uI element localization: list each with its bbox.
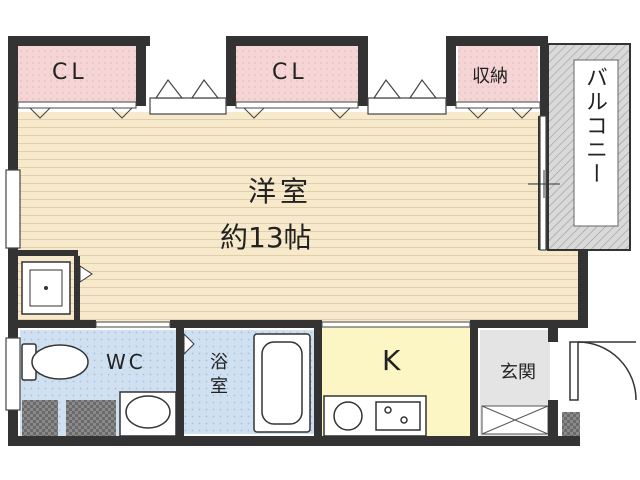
washbasin — [119, 391, 177, 437]
pipe-space — [562, 412, 580, 438]
wc-label: WC — [106, 350, 146, 374]
pipe-space — [22, 400, 58, 436]
bathtub — [253, 333, 311, 433]
closet-1-label: CL — [52, 60, 88, 85]
closet-1-floor — [16, 46, 136, 102]
western-room-floor — [18, 112, 578, 324]
closet-2-floor — [236, 46, 358, 102]
entrance-door — [569, 341, 637, 401]
western-room-label: 洋室 — [248, 175, 313, 208]
toilet — [21, 343, 89, 381]
kitchen-label: K — [382, 344, 401, 377]
storage-label: 収納 — [472, 66, 508, 87]
closet-2-label: CL — [272, 60, 308, 85]
kitchen-counter — [323, 395, 427, 437]
western-room-size-label: 約13帖 — [220, 221, 312, 254]
windows — [5, 78, 547, 411]
entrance-label: 玄関 — [500, 362, 536, 383]
balcony-label: バルコニー — [582, 66, 607, 186]
storage-floor — [458, 46, 538, 102]
bathroom-label: 浴室 — [207, 352, 228, 400]
walls — [8, 36, 588, 446]
sliding-doors — [17, 101, 541, 328]
pipe-space — [66, 400, 116, 436]
